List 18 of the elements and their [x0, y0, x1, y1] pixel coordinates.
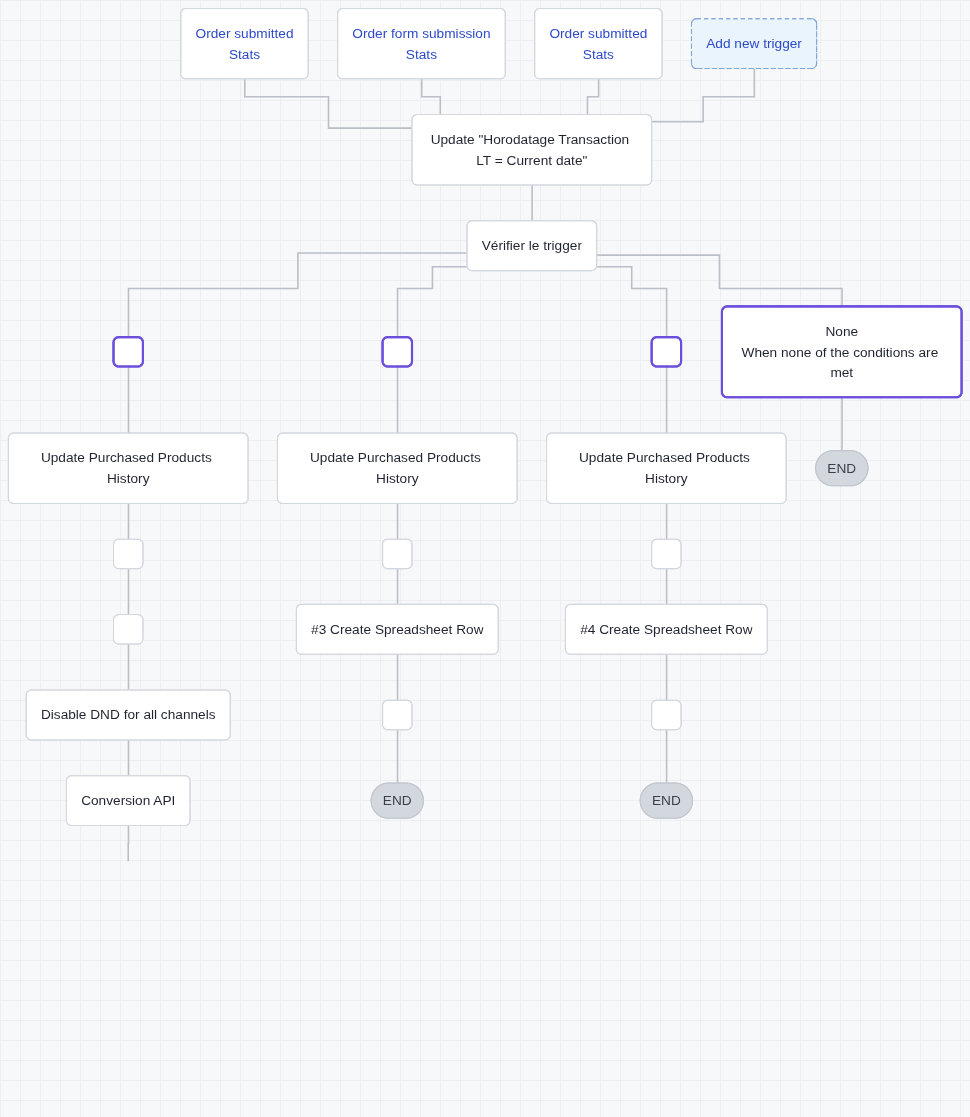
connector — [665, 654, 668, 702]
connector — [665, 366, 668, 435]
connector — [665, 729, 668, 785]
connector — [396, 568, 399, 606]
connector — [841, 397, 844, 452]
connector — [127, 503, 130, 541]
connector — [396, 503, 399, 541]
connector — [127, 366, 130, 435]
connector — [665, 503, 668, 541]
connector — [396, 366, 399, 435]
connector — [127, 739, 130, 777]
connector — [127, 825, 130, 863]
connector — [665, 568, 668, 606]
connector — [127, 568, 130, 616]
connector — [396, 654, 399, 702]
connector — [127, 643, 130, 692]
connector — [396, 729, 399, 785]
connector — [651, 68, 756, 123]
